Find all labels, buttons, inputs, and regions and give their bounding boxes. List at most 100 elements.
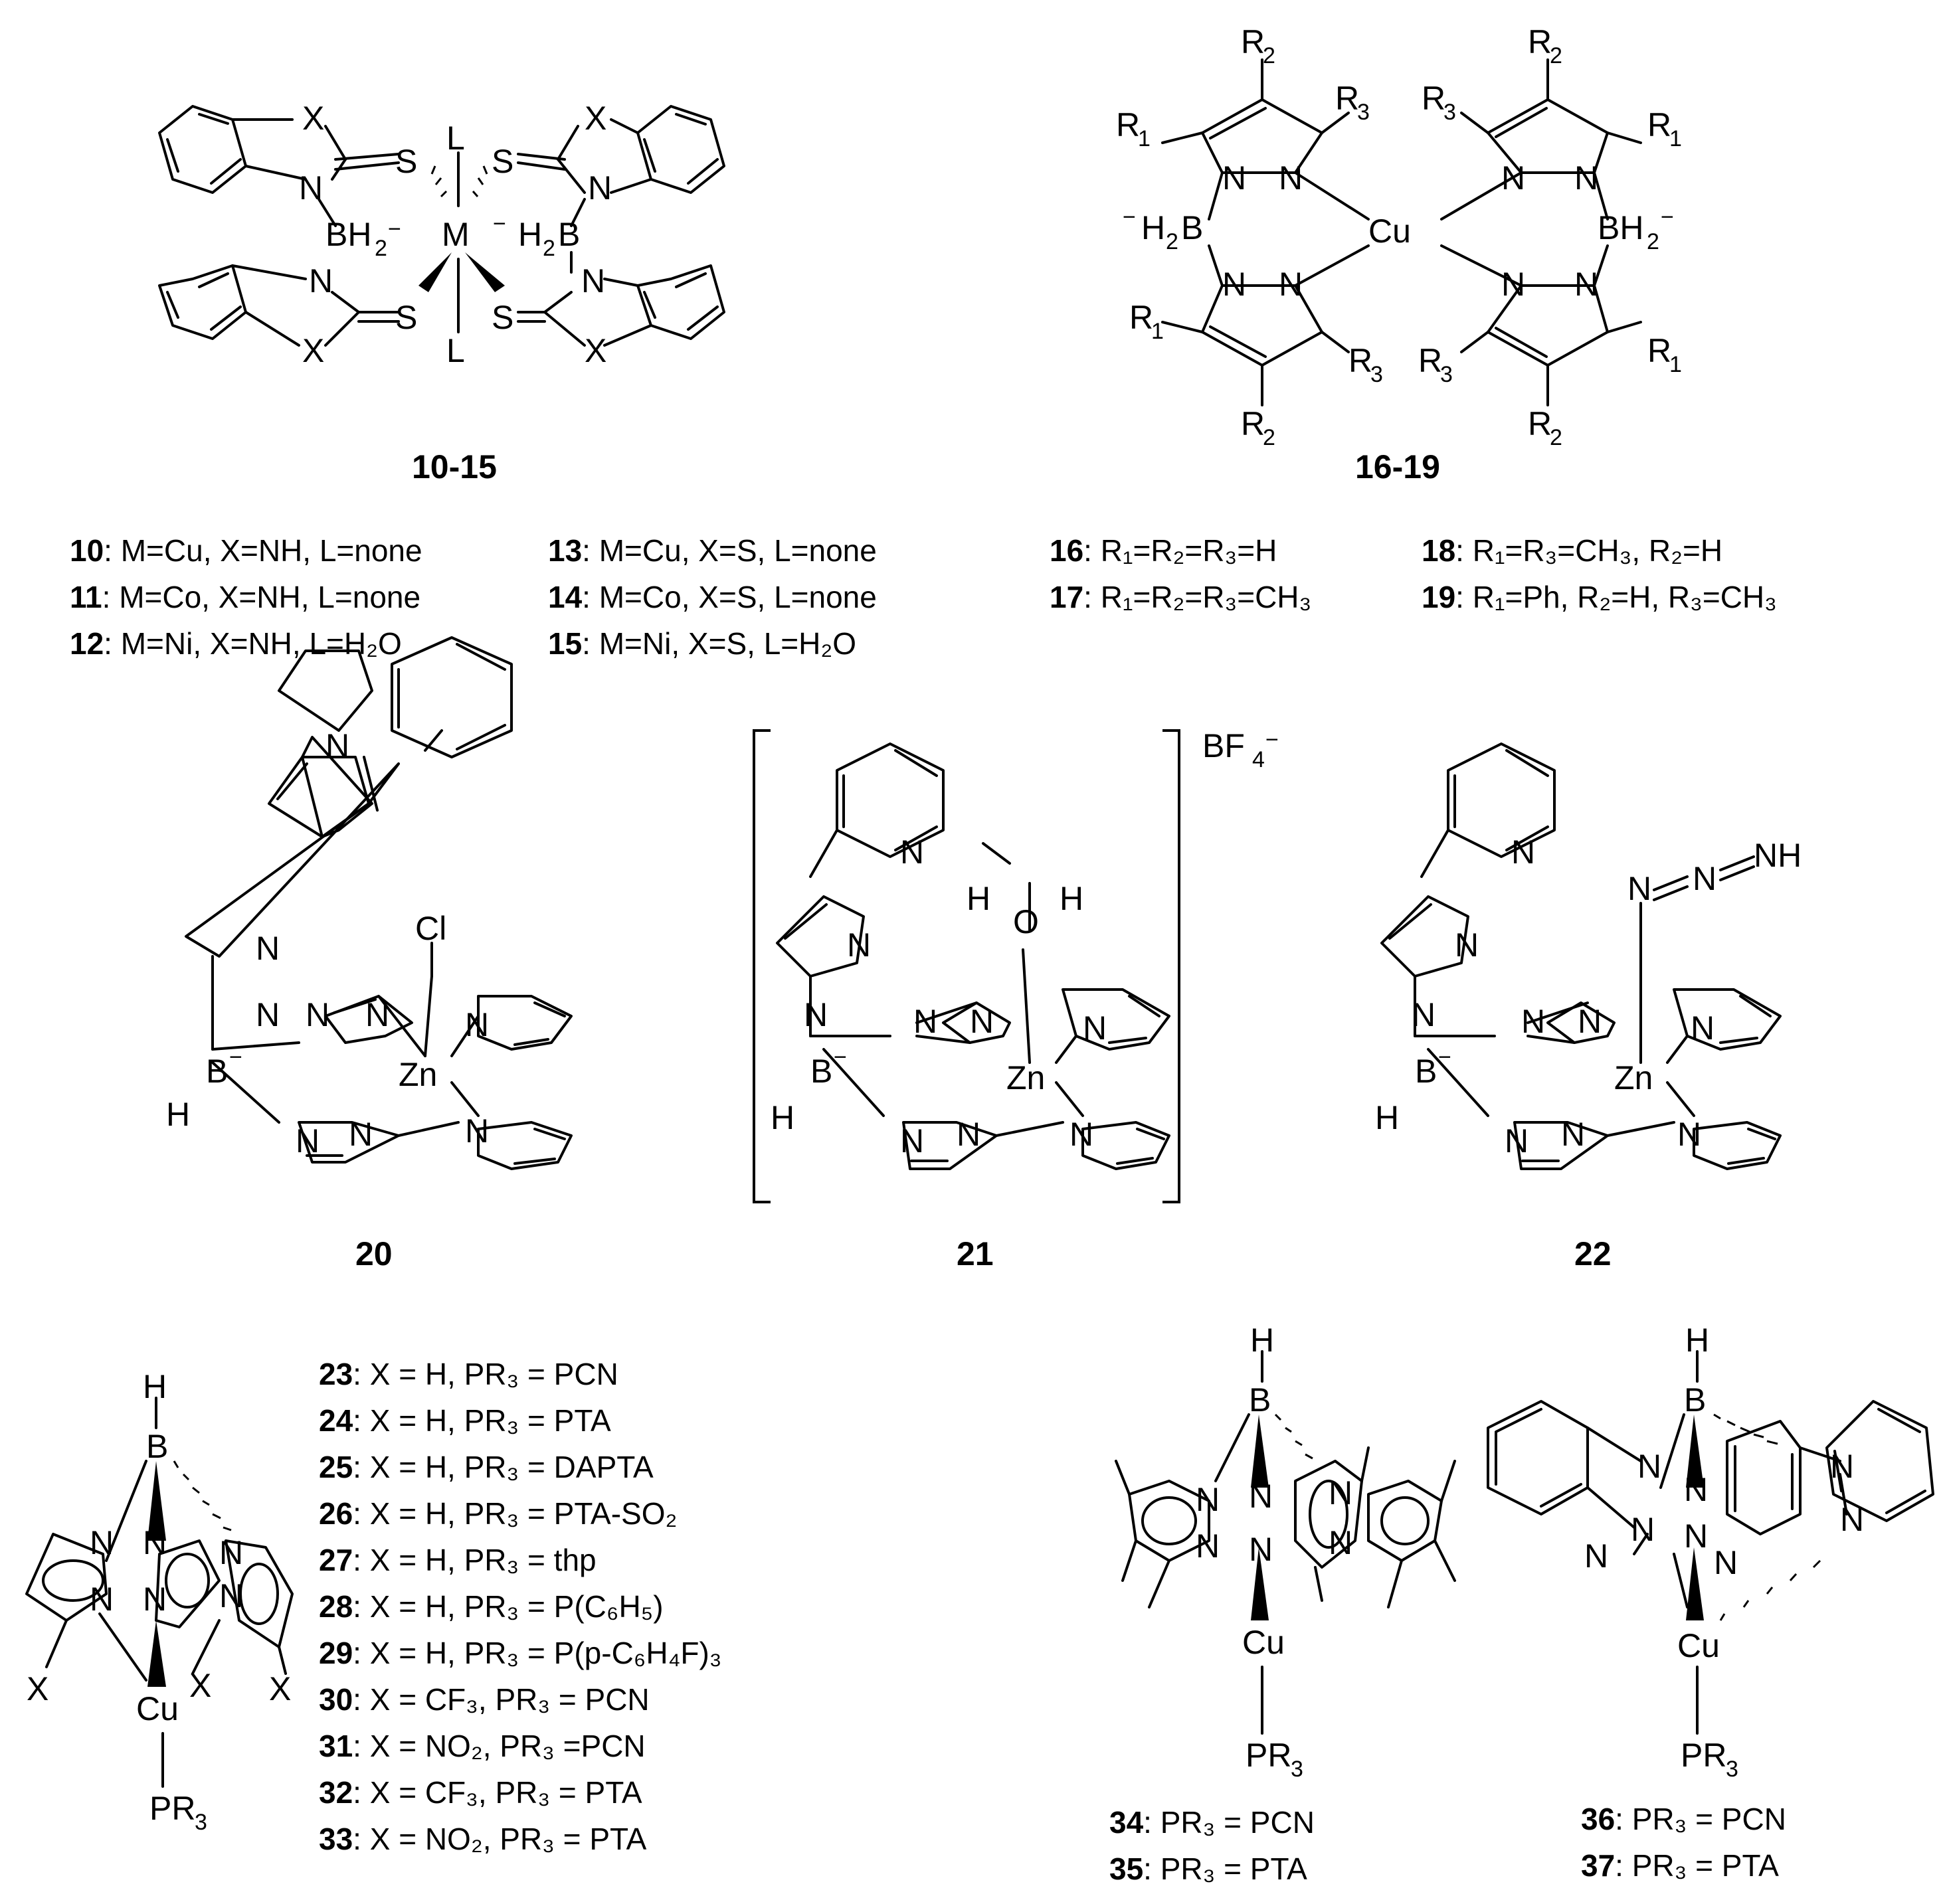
subscript-3: 3 (1291, 1757, 1303, 1782)
subscript-3: 3 (1440, 362, 1453, 387)
atom-n: N (1222, 266, 1246, 303)
atom-cu: Cu (1677, 1627, 1720, 1664)
atom-n: N (90, 1581, 114, 1618)
set2-row-18: 18: R₁=R₃=CH₃, R₂=H (1422, 533, 1722, 568)
atom-nh: NH (1754, 837, 1802, 874)
atom-n: N (588, 169, 612, 207)
set1-row-13: 13: M=Cu, X=S, L=none (548, 533, 877, 568)
atom-n: N (1521, 1003, 1545, 1040)
atom-n: N (1574, 266, 1598, 303)
atom-h: H (1250, 1322, 1274, 1359)
structure-10-15: X N S BH 2 − L M − L S X N H 2 B N S X S… (158, 100, 725, 485)
atom-n: N (1840, 1501, 1864, 1538)
set4-row-35: 35: PR₃ = PTA (1109, 1852, 1307, 1886)
set3-row-28: 28: X = H, PR₃ = P(C₆H₅) (319, 1589, 664, 1624)
structure-36-37: H B N N N N N N N N Cu PR 3 (1487, 1322, 1934, 1782)
atom-r1: R (1129, 299, 1153, 336)
atom-h: H (143, 1368, 167, 1405)
atom-n: N (1196, 1527, 1220, 1565)
substituent-table-36-37: 36: PR₃ = PCN 37: PR₃ = PTA (1581, 1802, 1786, 1883)
set1-row-10: 10: M=Cu, X=NH, L=none (70, 533, 422, 568)
set1-row-12: 12: M=Ni, X=NH, L=H₂O (70, 626, 402, 661)
atom-n: N (1637, 1448, 1661, 1485)
atom-n: N (1578, 1003, 1602, 1040)
atom-pr3: PR (1246, 1737, 1291, 1774)
atom-n: N (1505, 1122, 1528, 1160)
atom-n: N (365, 996, 389, 1033)
atom-l-top: L (446, 120, 465, 157)
atom-zn: Zn (1006, 1059, 1045, 1096)
subscript-2: 2 (1263, 43, 1275, 68)
atom-n: N (1693, 860, 1716, 897)
set3-row-31: 31: X = NO₂, PR₃ =PCN (319, 1729, 646, 1763)
compound-id-10-15: 10-15 (412, 448, 497, 485)
atom-s: S (395, 299, 417, 336)
atom-r3: R (1418, 342, 1442, 379)
atom-n: N (1279, 159, 1303, 197)
atom-n: N (1249, 1478, 1273, 1515)
structure-22: N NH N N N N N N N Zn B − H N N N 22 (1375, 742, 1802, 1272)
atom-x: X (27, 1670, 48, 1707)
atom-n: N (913, 1003, 937, 1040)
atom-n: N (1501, 159, 1525, 197)
atom-pr3: PR (149, 1790, 195, 1827)
atom-h: H (166, 1096, 190, 1133)
set1-row-15: 15: M=Ni, X=S, L=H₂O (548, 626, 856, 661)
atom-r2: R (1528, 405, 1552, 442)
set2-row-16: 16: R₁=R₂=R₃=H (1050, 533, 1277, 568)
atom-n: N (219, 1534, 243, 1571)
set3-row-27: 27: X = H, PR₃ = thp (319, 1543, 597, 1577)
atom-cl: Cl (415, 910, 446, 947)
atom-n: N (900, 1122, 924, 1160)
atom-r3: R (1348, 342, 1372, 379)
atom-r2: R (1241, 23, 1265, 60)
atom-s: S (492, 299, 513, 336)
atom-b: B (146, 1428, 168, 1465)
atom-zn: Zn (1614, 1059, 1653, 1096)
atom-cu: Cu (1242, 1624, 1285, 1661)
atom-n: N (256, 930, 280, 967)
atom-n: N (1083, 1009, 1107, 1047)
set3-row-24: 24: X = H, PR₃ = PTA (319, 1403, 611, 1438)
atom-zn: Zn (399, 1056, 437, 1093)
charge-minus: − (388, 216, 401, 242)
atom-x: X (302, 100, 324, 137)
atom-b: B (810, 1053, 832, 1090)
atom-h: H (1060, 880, 1083, 917)
set4-row-34: 34: PR₃ = PCN (1109, 1805, 1315, 1840)
subscript-2: 2 (1550, 43, 1562, 68)
atom-n: N (1631, 1511, 1655, 1548)
atom-x: X (302, 332, 324, 369)
atom-n: N (1714, 1544, 1738, 1581)
atom-r1: R (1116, 106, 1140, 143)
atom-r1: R (1647, 106, 1671, 143)
atom-l-bottom: L (446, 332, 465, 369)
atom-subscript-2: 2 (543, 236, 555, 261)
atom-n: N (1329, 1524, 1352, 1561)
atom-n: N (900, 833, 924, 871)
atom-x: X (585, 100, 606, 137)
atom-n: N (90, 1524, 114, 1561)
set5-row-37: 37: PR₃ = PTA (1581, 1848, 1779, 1883)
atom-n: N (1222, 159, 1246, 197)
atom-n: N (256, 996, 280, 1033)
set3-row-30: 30: X = CF₃, PR₃ = PCN (319, 1682, 650, 1717)
subscript-3: 3 (1357, 100, 1370, 125)
atom-n: N (465, 1006, 489, 1043)
atom-cu: Cu (136, 1690, 179, 1727)
atom-n: N (1691, 1009, 1714, 1047)
atom-bh2: BH (1598, 209, 1643, 246)
atom-n: N (1329, 1474, 1352, 1512)
atom-n: N (1684, 1471, 1708, 1508)
atom-n: N (1584, 1537, 1608, 1575)
atom-n: N (306, 996, 329, 1033)
substituent-table-23-33: 23: X = H, PR₃ = PCN 24: X = H, PR₃ = PT… (319, 1357, 722, 1856)
atom-cu: Cu (1368, 213, 1411, 250)
atom-n: N (143, 1581, 167, 1618)
subscript-1: 1 (1138, 126, 1151, 151)
subscript-1: 1 (1669, 126, 1682, 151)
atom-b: B (1684, 1381, 1706, 1419)
subscript-3: 3 (1443, 100, 1456, 125)
atom-n: N (1455, 926, 1479, 964)
set1-row-11: 11: M=Co, X=NH, L=none (70, 580, 420, 614)
